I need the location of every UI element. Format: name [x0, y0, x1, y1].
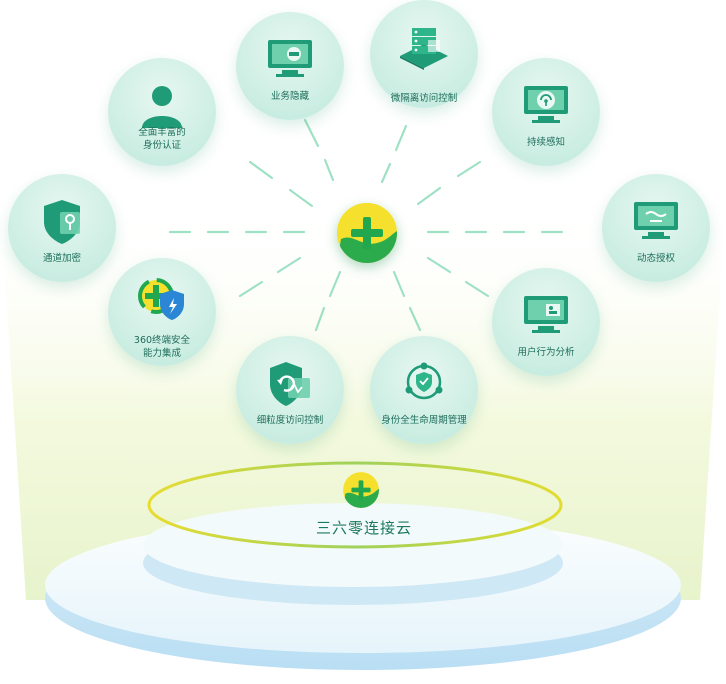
node-identity-auth: 全面丰富的 身份认证	[108, 58, 216, 166]
node-label: 360终端安全 能力集成	[108, 334, 216, 360]
monitor-analysis-icon	[524, 296, 568, 333]
label-line: 业务隐藏	[270, 91, 309, 102]
label-line: 能力集成	[142, 348, 181, 359]
node-label: 全面丰富的 身份认证	[108, 126, 216, 152]
monitor-signal-icon	[524, 86, 568, 123]
360-plus-logo-icon	[343, 472, 379, 508]
node-label: 动态授权	[602, 252, 710, 265]
360-plus-logo-icon	[337, 203, 397, 263]
platform-title: 三六零连接云	[315, 519, 412, 537]
node-label: 通道加密	[8, 252, 116, 265]
node-business-hiding: 业务隐藏	[236, 12, 344, 120]
user-silhouette-icon	[142, 86, 182, 128]
radial-rays	[168, 118, 564, 332]
shield-key-icon	[44, 200, 80, 244]
node-label: 微隔离访问控制	[370, 92, 478, 105]
platform-logo	[343, 472, 379, 508]
360-shield-icon	[138, 278, 184, 320]
label-line: 360终端安全	[133, 335, 191, 346]
label-line: 持续感知	[526, 137, 565, 148]
label-line: 用户行为分析	[517, 347, 575, 358]
hub-logo	[337, 203, 397, 263]
node-fine-grained: 细粒度访问控制	[236, 336, 344, 444]
platform-inner-top	[143, 503, 563, 587]
monitor-wave-icon	[634, 202, 678, 239]
node-label: 细粒度访问控制	[236, 414, 344, 427]
label-line: 身份认证	[142, 140, 181, 151]
platform-ring	[147, 461, 563, 549]
monitor-hidden-icon	[268, 40, 312, 77]
node-micro-isolation: 微隔离访问控制	[370, 0, 478, 108]
label-line: 全面丰富的	[138, 127, 186, 138]
label-line: 通道加密	[42, 253, 81, 264]
shield-refresh-icon	[270, 362, 310, 406]
cycle-shield-icon	[405, 362, 443, 400]
node-continuous-sense: 持续感知	[492, 58, 600, 166]
node-label: 用户行为分析	[492, 346, 600, 359]
node-label: 身份全生命周期管理	[370, 414, 478, 427]
node-channel-encrypt: 通道加密	[8, 174, 116, 282]
node-label: 业务隐藏	[236, 90, 344, 103]
node-dynamic-auth: 动态授权	[602, 174, 710, 282]
label-line: 动态授权	[636, 253, 675, 264]
node-endpoint-security: 360终端安全 能力集成	[108, 258, 216, 366]
node-user-behavior: 用户行为分析	[492, 268, 600, 376]
server-stack-icon	[400, 28, 448, 70]
node-label: 持续感知	[492, 136, 600, 149]
label-line: 细粒度访问控制	[256, 415, 324, 426]
label-line: 微隔离访问控制	[390, 93, 458, 104]
node-identity-lifecycle: 身份全生命周期管理	[370, 336, 478, 444]
label-line: 身份全生命周期管理	[381, 415, 467, 426]
